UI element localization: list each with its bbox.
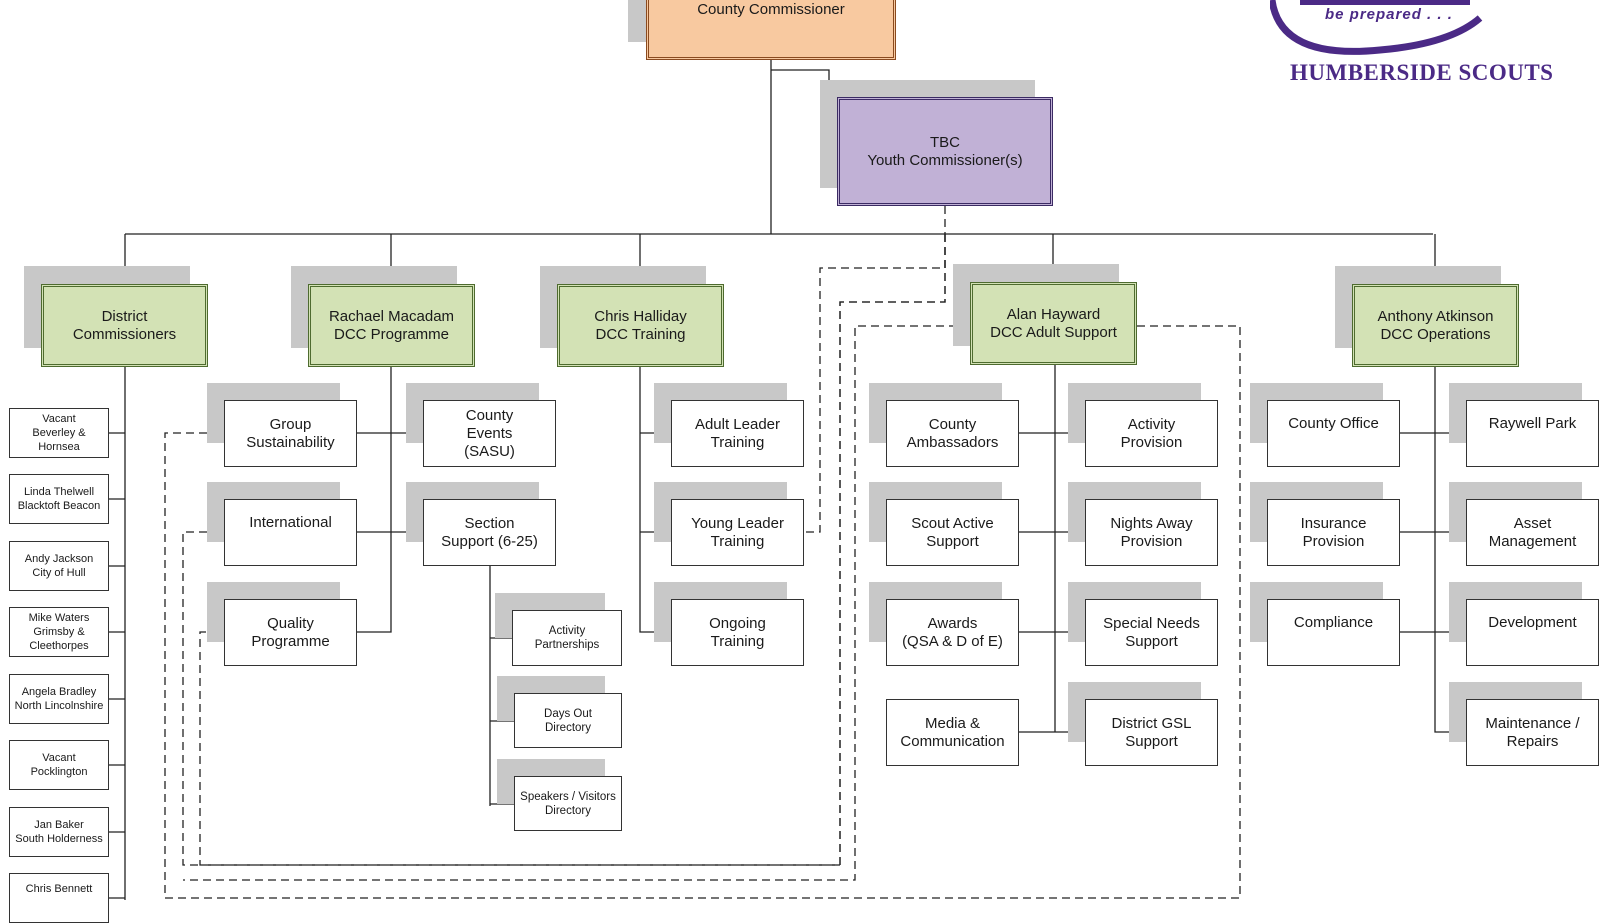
days-out-directory-box[interactable]: Days Out Directory [514,693,622,748]
activity-partnerships-box[interactable]: Activity Partnerships [512,610,622,666]
operations-links [1400,367,1466,733]
district-gsl-support-box[interactable]: District GSL Support [1085,699,1218,766]
district-item[interactable]: Angela Bradley North Lincolnshire [9,674,109,724]
speakers-visitors-directory-box[interactable]: Speakers / Visitors Directory [514,776,622,831]
youth-dash-training [804,234,946,533]
county-events-box[interactable]: County Events (SASU) [423,400,556,467]
nights-away-provision-box[interactable]: Nights Away Provision [1085,499,1218,566]
district-commissioners-box[interactable]: District Commissioners [41,284,208,367]
maintenance-repairs-box[interactable]: Maintenance / Repairs [1466,699,1599,766]
district-ticks [109,432,125,899]
county-ambassadors-box[interactable]: County Ambassadors [886,400,1019,467]
dcc-operations-box[interactable]: Anthony Atkinson DCC Operations [1352,284,1519,367]
district-item[interactable]: Vacant Beverley & Hornsea [9,408,109,458]
district-item[interactable]: Mike Waters Grimsby & Cleethorpes [9,607,109,657]
development-box[interactable]: Development [1466,599,1599,666]
quality-programme-box[interactable]: Quality Programme [224,599,357,666]
young-leader-training-box[interactable]: Young Leader Training [671,499,804,566]
awards-box[interactable]: Awards (QSA & D of E) [886,599,1019,666]
scouts-logo [1270,0,1483,55]
adult-support-dash-loop [164,325,1241,899]
dcc-training-box[interactable]: Chris Halliday DCC Training [557,284,724,367]
media-communication-box[interactable]: Media & Communication [886,699,1019,766]
org-chart-connectors [109,60,1466,900]
activity-provision-box[interactable]: Activity Provision [1085,400,1218,467]
insurance-provision-box[interactable]: Insurance Provision [1267,499,1400,566]
group-sustainability-box[interactable]: Group Sustainability [224,400,357,467]
ongoing-training-box[interactable]: Ongoing Training [671,599,804,666]
special-needs-support-box[interactable]: Special Needs Support [1085,599,1218,666]
raywell-park-box[interactable]: Raywell Park [1466,400,1599,467]
compliance-box[interactable]: Compliance [1267,599,1400,666]
programme-spine [357,367,392,633]
district-item[interactable]: Linda Thelwell Blacktoft Beacon [9,474,109,524]
logo-name: HUMBERSIDE SCOUTS [1290,60,1554,85]
adult-leader-training-box[interactable]: Adult Leader Training [671,400,804,467]
county-office-box[interactable]: County Office [1267,400,1400,467]
county-commissioner-box[interactable]: County Commissioner [646,0,896,60]
dcc-adult-support-box[interactable]: Alan Hayward DCC Adult Support [970,282,1137,365]
international-box[interactable]: International [224,499,357,566]
section-support-links [489,566,514,806]
logo-tagline: be prepared . . . [1325,6,1453,23]
adult-support-links [1019,365,1085,733]
district-item[interactable]: Vacant Pocklington [9,740,109,790]
district-item[interactable]: Andy Jackson City of Hull [9,541,109,591]
asset-management-box[interactable]: Asset Management [1466,499,1599,566]
district-item[interactable]: Jan Baker South Holderness [9,807,109,857]
adult-support-dash-left [183,325,970,881]
district-item[interactable]: Chris Bennett [9,873,109,923]
section-support-box[interactable]: Section Support (6-25) [423,499,556,566]
scout-active-support-box[interactable]: Scout Active Support [886,499,1019,566]
youth-commissioner-box[interactable]: TBC Youth Commissioner(s) [837,97,1053,206]
dcc-programme-box[interactable]: Rachael Macadam DCC Programme [308,284,475,367]
